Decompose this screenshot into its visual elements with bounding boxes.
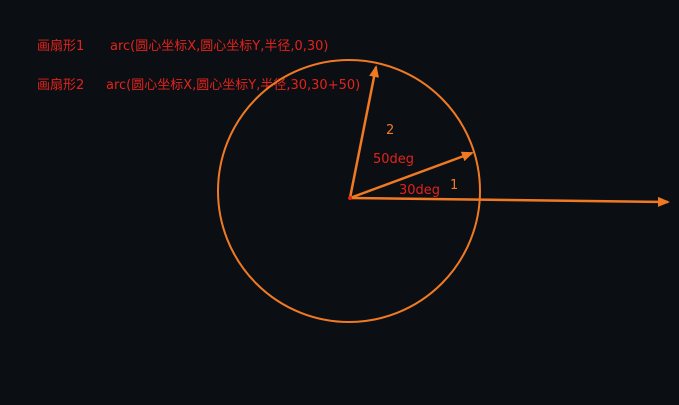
line2-label: 画扇形2 — [37, 77, 84, 93]
circle-outline — [217, 59, 481, 323]
line2-code: arc(圆心坐标X,圆心坐标Y,半径,30,30+50) — [106, 78, 360, 93]
arrow-1-label: 1 — [450, 178, 458, 193]
angle-label-30: 30deg — [399, 183, 440, 198]
arrow-30deg — [349, 151, 474, 200]
arrow-80deg — [348, 65, 379, 199]
baseline-arrow — [349, 196, 670, 207]
line1-label: 画扇形1 — [37, 38, 84, 54]
line1-code: arc(圆心坐标X,圆心坐标Y,半径,0,30) — [110, 39, 329, 54]
angle-label-50: 50deg — [373, 152, 414, 167]
arrow-2-label: 2 — [386, 123, 394, 138]
center-dot — [348, 196, 352, 200]
